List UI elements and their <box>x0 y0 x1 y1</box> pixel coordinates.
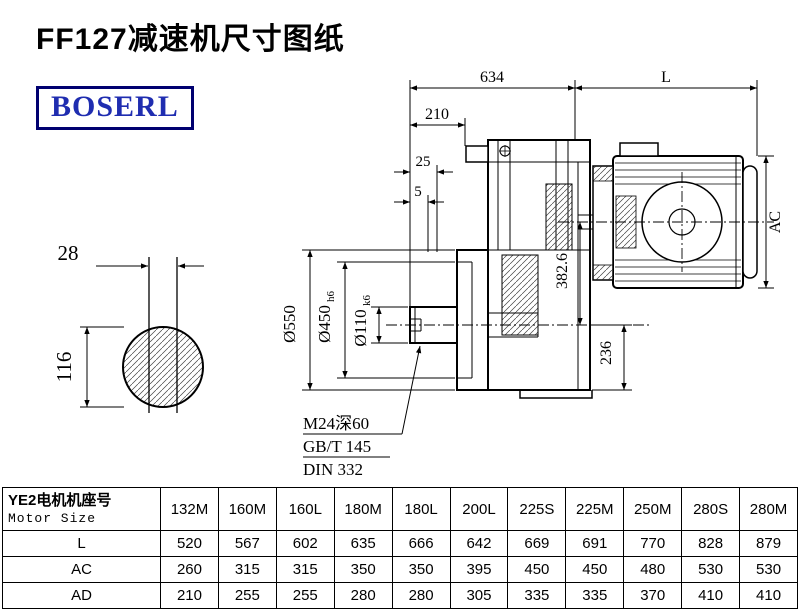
table-cell: 410 <box>681 582 741 609</box>
table-header-row: YE2电机机座号 Motor Size 132M 160M 160L 180M … <box>2 487 798 531</box>
table-cell: 410 <box>739 582 798 609</box>
gearbox-housing <box>465 139 613 399</box>
table-cell: 635 <box>333 530 393 557</box>
dim-110-label: Ø110 <box>351 309 370 346</box>
table-row-ac: AC 260 315 315 350 350 395 450 450 480 5… <box>2 556 798 583</box>
table-cell: 350 <box>391 556 451 583</box>
column-header-0: 132M <box>160 487 219 531</box>
row-label-ad: AD <box>2 582 161 609</box>
table-cell: 370 <box>623 582 683 609</box>
note-din-label: DIN 332 <box>303 460 363 479</box>
table-cell: 260 <box>160 556 219 583</box>
motor-assembly <box>592 142 758 289</box>
table-cell: 315 <box>275 556 335 583</box>
shaft-end-view <box>80 257 204 413</box>
table-row-l: L 520 567 602 635 666 642 669 691 770 82… <box>2 530 798 557</box>
dim-634-label: 634 <box>480 69 504 86</box>
dim-25-label: 25 <box>416 154 431 170</box>
column-header-4: 180L <box>391 487 451 531</box>
dim-210-label: 210 <box>425 106 449 123</box>
motor-flange-adapter <box>592 165 614 281</box>
column-header-1: 160M <box>217 487 277 531</box>
dim-ac-label: AC <box>767 211 784 233</box>
dim-236-label: 236 <box>598 341 615 365</box>
dim-116-label: 116 <box>52 352 76 383</box>
column-header-3: 180M <box>333 487 393 531</box>
table-cell: 350 <box>333 556 393 583</box>
dim-l-label: L <box>661 69 671 86</box>
motor-size-header: YE2电机机座号 Motor Size <box>2 487 161 531</box>
table-cell: 666 <box>391 530 451 557</box>
dim-550-label: Ø550 <box>280 305 299 343</box>
table-cell: 530 <box>739 556 798 583</box>
table-cell: 520 <box>160 530 219 557</box>
motor-size-header-cn: YE2电机机座号 <box>8 492 112 509</box>
table-cell: 879 <box>739 530 798 557</box>
table-cell: 480 <box>623 556 683 583</box>
column-header-7: 225M <box>565 487 625 531</box>
output-shaft-and-flange <box>409 249 489 391</box>
table-cell: 210 <box>160 582 219 609</box>
diameter-dimensions <box>302 249 455 391</box>
top-dimensions <box>394 80 758 307</box>
column-header-5: 200L <box>449 487 509 531</box>
table-row-ad: AD 210 255 255 280 280 305 335 335 370 4… <box>2 582 798 609</box>
note-gb-label: GB/T 145 <box>303 437 371 456</box>
motor-size-header-en: Motor Size <box>8 511 97 526</box>
ac-dimension <box>758 155 774 289</box>
table-cell: 305 <box>449 582 509 609</box>
row-label-ac: AC <box>2 556 161 583</box>
table-cell: 255 <box>275 582 335 609</box>
table-cell: 530 <box>681 556 741 583</box>
row-label-l: L <box>2 530 161 557</box>
dim-5-label: 5 <box>414 184 422 200</box>
column-header-8: 250M <box>623 487 683 531</box>
table-cell: 335 <box>507 582 567 609</box>
table-cell: 335 <box>565 582 625 609</box>
column-header-6: 225S <box>507 487 567 531</box>
column-header-2: 160L <box>275 487 335 531</box>
table-cell: 255 <box>217 582 277 609</box>
shaft-section-circle <box>122 326 204 408</box>
dim-450-tol-label: h6 <box>325 291 337 303</box>
column-header-10: 280M <box>739 487 798 531</box>
note-m24-label: M24深60 <box>303 414 369 433</box>
brand-logo-text: BOSERL <box>51 90 179 123</box>
motor-size-table: YE2电机机座号 Motor Size 132M 160M 160L 180M … <box>2 487 798 609</box>
table-cell: 395 <box>449 556 509 583</box>
brand-logo: BOSERL <box>36 86 194 130</box>
table-cell: 315 <box>217 556 277 583</box>
vertical-dimensions <box>577 222 632 391</box>
table-cell: 642 <box>449 530 509 557</box>
table-cell: 280 <box>391 582 451 609</box>
page-title: FF127减速机尺寸图纸 <box>36 23 345 56</box>
table-cell: 450 <box>565 556 625 583</box>
dim-450-label: Ø450 <box>315 305 334 343</box>
table-cell: 669 <box>507 530 567 557</box>
table-cell: 450 <box>507 556 567 583</box>
table-cell: 567 <box>217 530 277 557</box>
column-header-9: 280S <box>681 487 741 531</box>
dim-382-label: 382.6 <box>554 253 571 289</box>
table-cell: 828 <box>681 530 741 557</box>
table-cell: 691 <box>565 530 625 557</box>
thread-note-leader <box>303 345 422 458</box>
dim-28-label: 28 <box>58 241 79 265</box>
table-cell: 770 <box>623 530 683 557</box>
table-cell: 602 <box>275 530 335 557</box>
motor-terminal-box <box>619 142 659 157</box>
table-cell: 280 <box>333 582 393 609</box>
dim-110-tol-label: k6 <box>361 295 373 307</box>
